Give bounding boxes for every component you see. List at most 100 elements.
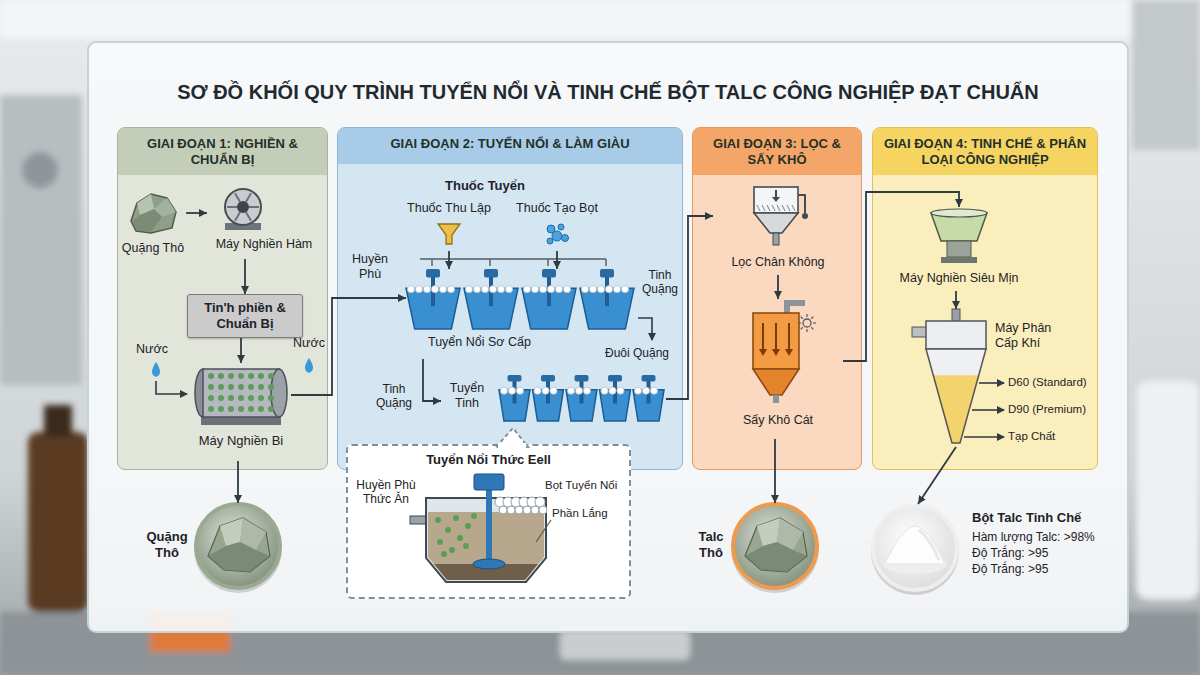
froth-bubble <box>535 497 545 507</box>
photo-ring <box>733 504 817 588</box>
label-wrap: Tạp Chất <box>1008 430 1078 444</box>
process-label: Tin'h phiền & Chuẩn Bị <box>188 300 302 331</box>
cabinet <box>1132 0 1200 150</box>
dryer-body <box>753 313 799 369</box>
water-drop <box>305 358 313 373</box>
photo-content <box>883 526 947 574</box>
equipment-label: Tuyển Nổi Sơ Cấp <box>428 335 578 350</box>
mill-ball <box>268 373 274 379</box>
label-wrap: Tinh Quặng <box>638 268 682 297</box>
reagent-icon: Thuốc Tạo Bọt <box>507 201 607 251</box>
cell-motor <box>508 375 522 381</box>
equipment-label: Sấy Khô Cát <box>713 413 843 428</box>
dryer: Sấy Khô Cát <box>713 299 843 439</box>
froth-bubble <box>407 286 414 293</box>
froth-bubble <box>523 506 531 514</box>
photo-disc <box>196 504 280 588</box>
lab-bench <box>0 612 1200 675</box>
flow-label: Tinh Quặng <box>638 268 682 297</box>
window-light <box>0 0 1200 38</box>
flow-label: Nước <box>134 342 170 357</box>
froth-bubble <box>583 387 590 394</box>
froth-bubble <box>500 387 507 394</box>
frother-bubble <box>558 224 564 230</box>
mill-ball <box>208 406 214 412</box>
froth-bubble <box>567 387 574 394</box>
froth-bubble <box>550 387 557 394</box>
heat-symbol <box>801 327 803 329</box>
bottle-neck <box>44 405 72 437</box>
ore-rock <box>208 518 270 572</box>
glass-board <box>88 42 1128 632</box>
product-label: Độ Trắng: >95 <box>972 562 1112 576</box>
flow-label: Tạp Chất <box>1008 430 1078 444</box>
stage-heading: GIAI ĐOẠN 1: NGHIỀN & CHUẨN BỊ <box>118 128 327 175</box>
stage-heading: GIAI ĐOẠN 3: LỌC & SẤY KHÔ <box>693 128 861 175</box>
mill-ball <box>258 406 264 412</box>
froth-bubble <box>547 286 554 293</box>
mill-ball <box>238 384 244 390</box>
equipment-label: Lọc Chân Không <box>713 255 843 270</box>
froth-bubble <box>634 387 641 394</box>
cyclone-icon <box>911 309 1001 447</box>
flow-arrow <box>423 359 441 401</box>
product-photo: Quặng Thô <box>144 503 282 589</box>
mill-ball <box>228 373 234 379</box>
cell-motor <box>575 375 589 381</box>
mill-ball <box>228 395 234 401</box>
froth-bubble <box>497 286 504 293</box>
equipment-label: Máy Phân Cấp Khí <box>995 321 1061 351</box>
flow-label: Bọt Tuyển Nổi <box>545 479 627 493</box>
flow-label: Đuôi Quặng <box>598 346 676 360</box>
froth-bubble <box>465 286 472 293</box>
photo-ring <box>873 506 957 590</box>
dryer-icon <box>743 299 813 403</box>
vacuum-filter: Lọc Chân Không <box>713 183 843 275</box>
ore-facet <box>745 542 807 572</box>
mill-ball <box>268 395 274 401</box>
froth-bubble <box>589 286 596 293</box>
equipment-label: Tuyển Tinh <box>441 381 493 411</box>
filter-hopper <box>754 187 798 213</box>
froth-bubble <box>601 387 608 394</box>
filter-mesh <box>757 205 760 211</box>
froth-bubble <box>473 286 480 293</box>
froth-bubble <box>515 506 523 514</box>
mill-ball <box>258 373 264 379</box>
heat-symbol <box>803 319 811 327</box>
mill-rim <box>931 209 987 217</box>
reagent-icon: Thuốc Thu Lập <box>401 201 497 251</box>
mill-ball <box>218 395 224 401</box>
crusher-wheel <box>225 189 261 225</box>
filter-mesh <box>762 205 765 211</box>
feed-particle <box>453 515 459 521</box>
diagram-title: SƠ ĐỒ KHỐI QUY TRÌNH TUYỂN NỔI VÀ TINH C… <box>100 80 1116 104</box>
mill-ball <box>208 395 214 401</box>
powder-shade <box>919 530 939 560</box>
flow-arrow <box>244 259 246 294</box>
mill-drum <box>203 369 279 417</box>
heat-arrow <box>788 323 790 351</box>
mill-ball <box>258 395 264 401</box>
mill-base <box>947 241 971 257</box>
output-line <box>964 436 1004 438</box>
feed-particle <box>463 543 469 549</box>
froth-bubble <box>423 286 430 293</box>
filter-mesh <box>787 205 790 211</box>
flotation-cell-drawing <box>348 446 629 597</box>
callout-title: Tuyển Nổi Thức Eell <box>348 452 629 468</box>
mill-ball <box>208 373 214 379</box>
feed-particle <box>471 513 477 519</box>
crusher-hub <box>237 201 249 213</box>
ball-mill: Máy Nghiền Bi <box>191 363 291 461</box>
product-photo: Talc Thô <box>691 503 819 589</box>
flow-arrow <box>240 338 242 363</box>
froth-bubble <box>575 387 582 394</box>
classifier-fill <box>933 375 978 443</box>
flotation-bank: Tuyển Tinh <box>441 373 666 423</box>
process-box: Tin'h phiền & Chuẩn Bị <box>187 294 303 338</box>
froth-bubble <box>534 387 541 394</box>
frother-icon <box>543 221 571 247</box>
orange-item <box>150 612 230 652</box>
tailings-line <box>638 318 652 340</box>
